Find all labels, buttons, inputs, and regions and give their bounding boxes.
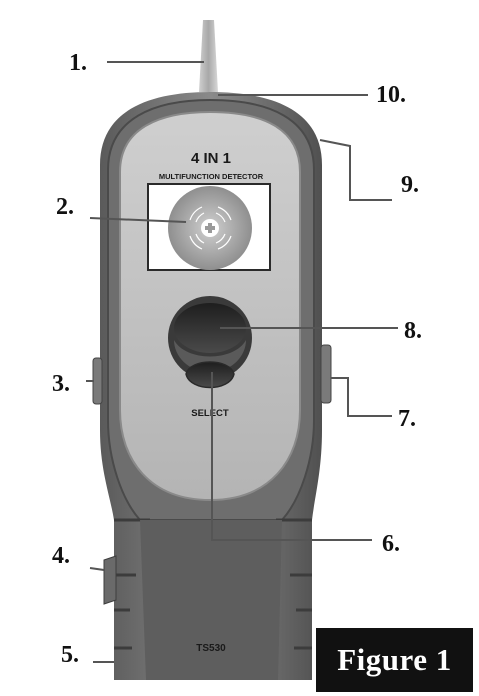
ac-probe-tip	[199, 20, 218, 92]
battery-cover-latch[interactable]	[103, 555, 117, 605]
callout-8: 8.	[404, 318, 422, 344]
lower-body-panel	[140, 520, 282, 680]
callout-1: 1.	[69, 50, 87, 76]
callout-9: 9.	[401, 172, 419, 198]
device-subtitle: MULTIFUNCTION DETECTOR	[159, 172, 264, 181]
callout-3: 3.	[52, 371, 70, 397]
side-button-right[interactable]	[320, 344, 332, 404]
device-title: 4 IN 1	[191, 150, 231, 167]
side-button-left[interactable]	[92, 357, 103, 405]
callout-10: 10.	[376, 82, 406, 108]
select-label: SELECT	[191, 408, 229, 419]
figure-label: Figure 1	[337, 642, 452, 677]
callout-2: 2.	[56, 194, 74, 220]
callout-6: 6.	[382, 531, 400, 557]
power-button[interactable]	[168, 296, 252, 380]
model-label: TS530	[196, 643, 226, 654]
callout-5: 5.	[61, 642, 79, 668]
select-button[interactable]	[185, 361, 235, 389]
sensor-target-icon	[189, 206, 232, 250]
callout-7: 7.	[398, 406, 416, 432]
callout-4: 4.	[52, 543, 70, 569]
figure-label-box: Figure 1	[316, 628, 473, 692]
leader-lines	[86, 61, 398, 663]
plus-icon	[201, 219, 219, 237]
